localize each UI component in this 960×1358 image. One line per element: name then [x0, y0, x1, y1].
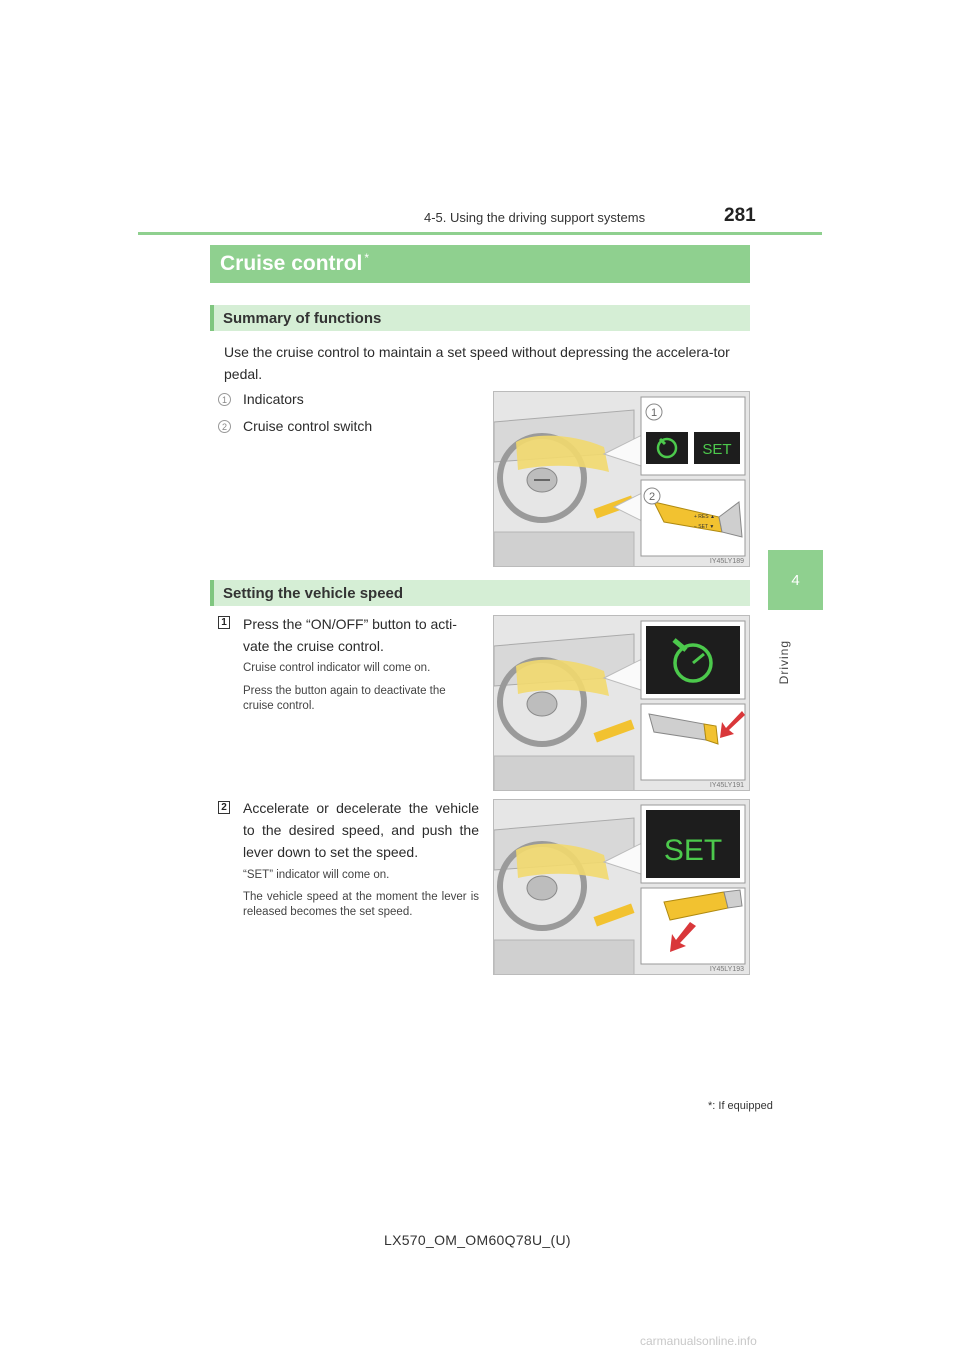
heading-text: Cruise control [220, 252, 363, 275]
step-1-text: Press the “ON/OFF” button to acti-vate t… [243, 616, 457, 654]
callout-2: 2 [649, 491, 655, 503]
cockpit-illustration: SET IY45LY193 [494, 800, 749, 974]
figure-step-2: SET IY45LY193 [493, 799, 750, 975]
section-heading: Cruise control* [210, 245, 750, 283]
figure-code: IY45LY193 [710, 966, 744, 973]
summary-heading: Summary of functions [210, 305, 750, 331]
document-id: LX570_OM_OM60Q78U_(U) [384, 1232, 571, 1248]
footnote: *: If equipped [708, 1100, 773, 1112]
setting-heading-text: Setting the vehicle speed [223, 584, 404, 602]
chapter-label: Driving [777, 640, 791, 685]
step-2-note: The vehicle speed at the moment the leve… [243, 891, 479, 918]
step-2-note: “SET” indicator will come on. [243, 869, 390, 881]
step-number: 2 [218, 801, 230, 814]
item-number: 2 [218, 420, 231, 433]
lever-set-label: − SET ▼ [694, 524, 714, 530]
item-number: 1 [218, 393, 231, 406]
step-1-note: Press the button again to deactivate the… [243, 685, 446, 712]
figure-code: IY45LY189 [710, 558, 744, 565]
figure-step-1: IY45LY191 [493, 615, 750, 791]
chapter-number: 4 [791, 571, 800, 589]
step-number: 1 [218, 616, 230, 629]
cockpit-illustration: SET + RES ▲ − SET ▼ 1 2 IY45LY189 [494, 392, 749, 566]
figure-summary: SET + RES ▲ − SET ▼ 1 2 IY45LY189 [493, 391, 750, 567]
chapter-tab[interactable]: 4 [768, 550, 823, 610]
step-2-text: Accelerate or decelerate the vehicle to … [243, 800, 479, 860]
header-rule [138, 232, 822, 235]
page-number: 281 [724, 205, 756, 226]
item-switch: Cruise control switch [243, 418, 373, 434]
cockpit-illustration: IY45LY191 [494, 616, 749, 790]
heading-accent [210, 580, 214, 606]
heading-accent [210, 305, 214, 331]
setting-heading: Setting the vehicle speed [210, 580, 750, 606]
set-indicator-text: SET [702, 441, 731, 458]
watermark: carmanualsonline.info [640, 1334, 757, 1348]
summary-intro: Use the cruise control to maintain a set… [224, 344, 730, 382]
footnote-mark: * [708, 1100, 713, 1112]
footnote-text: : If equipped [712, 1100, 773, 1112]
step-1-note: Cruise control indicator will come on. [243, 662, 431, 674]
lever-res-label: + RES ▲ [694, 514, 715, 520]
summary-heading-text: Summary of functions [223, 309, 382, 327]
figure-code: IY45LY191 [710, 782, 744, 789]
callout-1: 1 [651, 407, 657, 419]
set-indicator-text: SET [664, 834, 722, 867]
if-equipped-mark: * [364, 251, 370, 265]
item-indicators: Indicators [243, 391, 304, 407]
section-title: 4-5. Using the driving support systems [424, 210, 646, 225]
